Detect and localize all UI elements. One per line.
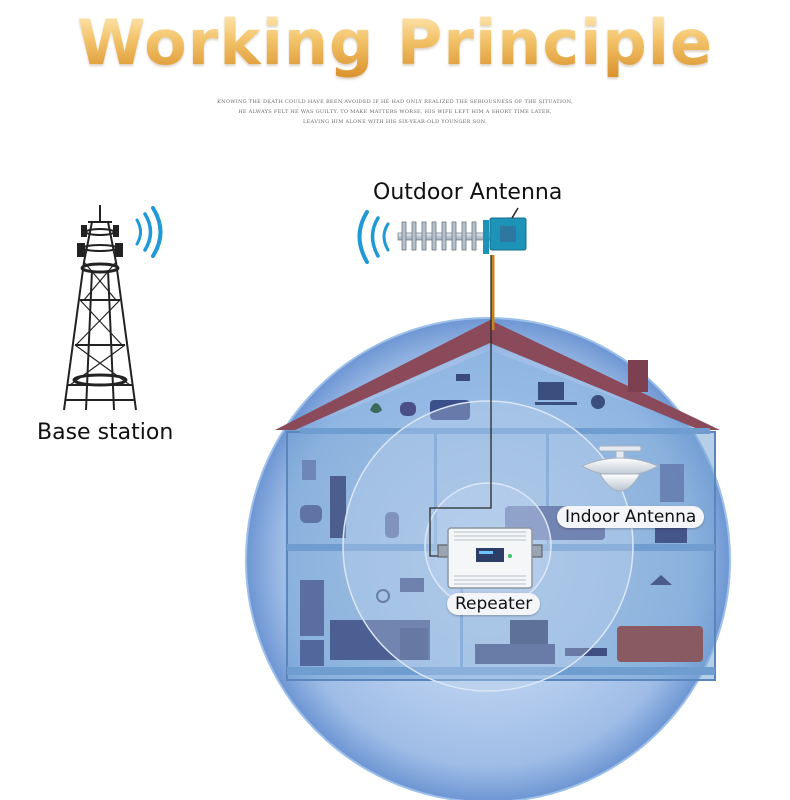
repeater-label: Repeater <box>447 593 541 615</box>
subtitle-line: KNOWING THE DEATH COULD HAVE BEEN AVOIDE… <box>217 99 573 105</box>
base-station-label: Base station <box>37 420 174 445</box>
indoor-antenna-label: Indoor Antenna <box>557 506 705 528</box>
feeder-cable <box>429 255 495 557</box>
subtitle-text: KNOWING THE DEATH COULD HAVE BEEN AVOIDE… <box>195 97 595 127</box>
ceiling-antenna-icon <box>580 445 660 492</box>
house-illustration <box>275 320 720 681</box>
outdoor-antenna-label: Outdoor Antenna <box>373 180 563 205</box>
cell-tower-icon <box>63 205 137 411</box>
signal-waves-icon <box>135 206 163 258</box>
yagi-antenna-icon <box>397 207 527 254</box>
page-title: Working Principle <box>0 6 790 79</box>
signal-waves-icon <box>357 210 390 264</box>
subtitle-line: HE ALWAYS FELT HE WAS GUILTY. TO MAKE MA… <box>238 109 552 115</box>
repeater-icon <box>437 527 543 589</box>
subtitle-line: LEAVING HIM ALONE WITH HIS SIX-YEAR-OLD … <box>302 119 488 125</box>
